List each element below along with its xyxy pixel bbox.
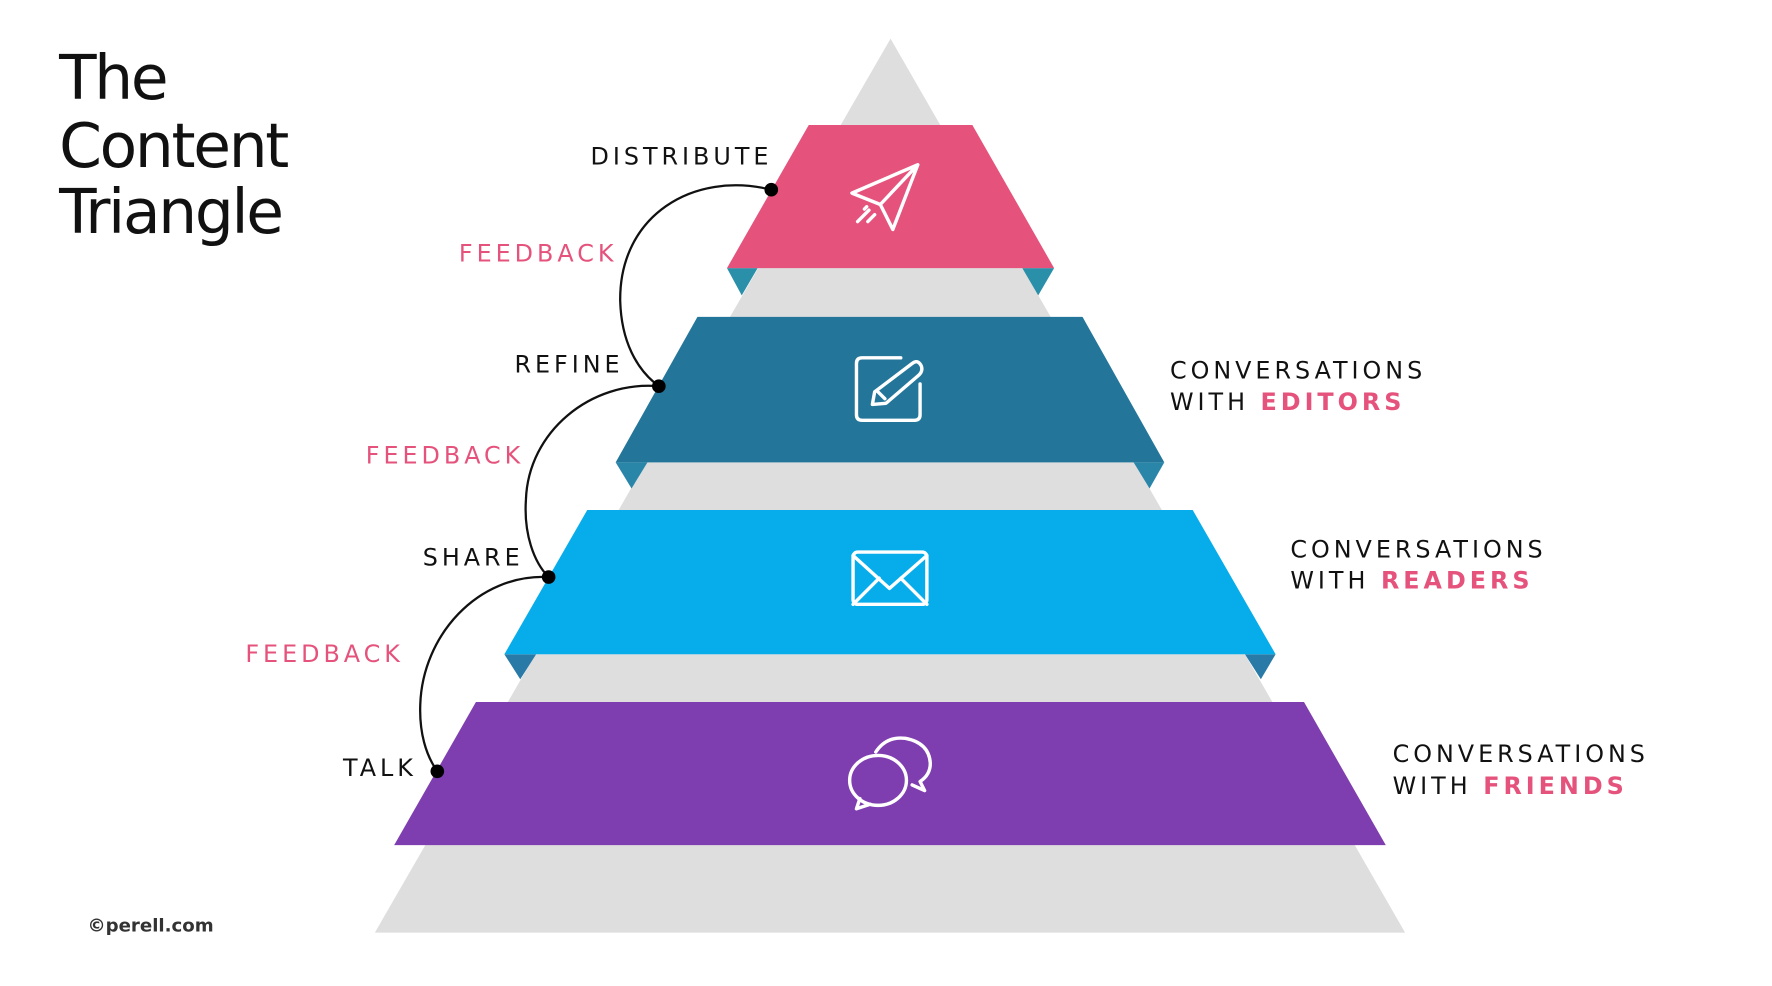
tier-talk bbox=[394, 702, 1386, 846]
step-label-share: SHARE bbox=[423, 544, 524, 572]
step-label-talk: TALK bbox=[342, 754, 417, 782]
envelope-icon bbox=[851, 550, 929, 607]
notches bbox=[504, 268, 1276, 680]
conversations-editors: CONVERSATIONS WITH EDITORS bbox=[1170, 356, 1426, 416]
conversations-label: CONVERSATIONS bbox=[1290, 536, 1546, 564]
feedback-label-1: FEEDBACK bbox=[459, 239, 618, 267]
feedback-label-3: FEEDBACK bbox=[245, 640, 404, 668]
conversations-with: WITH READERS bbox=[1290, 566, 1533, 594]
chat-bubbles-icon bbox=[847, 736, 933, 811]
tier-distribute bbox=[726, 124, 1055, 269]
paper-plane-icon bbox=[850, 163, 920, 232]
conversations-label: CONVERSATIONS bbox=[1393, 740, 1649, 768]
conversations-label: CONVERSATIONS bbox=[1170, 356, 1426, 384]
credit: ©perell.com bbox=[87, 915, 213, 936]
feedback-label-2: FEEDBACK bbox=[366, 441, 525, 469]
edit-pencil-icon bbox=[854, 356, 924, 423]
feedback-curves bbox=[419, 184, 772, 772]
audience-friends: FRIENDS bbox=[1483, 772, 1628, 800]
audience-editors: EDITORS bbox=[1261, 388, 1406, 416]
with-label: WITH bbox=[1170, 388, 1249, 416]
conversations-friends: CONVERSATIONS WITH FRIENDS bbox=[1393, 740, 1649, 800]
step-label-refine: REFINE bbox=[514, 351, 623, 379]
conversations-with: WITH FRIENDS bbox=[1393, 772, 1628, 800]
title-line-2: Content bbox=[59, 111, 288, 182]
title-line-1: The bbox=[58, 43, 166, 114]
tier-share bbox=[504, 510, 1276, 655]
step-label-distribute: DISTRIBUTE bbox=[591, 143, 773, 171]
with-label: WITH bbox=[1290, 566, 1369, 594]
step-dots bbox=[430, 182, 779, 779]
tier-refine bbox=[615, 316, 1165, 463]
audience-readers: READERS bbox=[1381, 566, 1534, 594]
with-label: WITH bbox=[1393, 772, 1472, 800]
conversations-readers: CONVERSATIONS WITH READERS bbox=[1290, 536, 1546, 595]
title-line-3: Triangle bbox=[58, 177, 282, 248]
conversations-with: WITH EDITORS bbox=[1170, 388, 1405, 416]
